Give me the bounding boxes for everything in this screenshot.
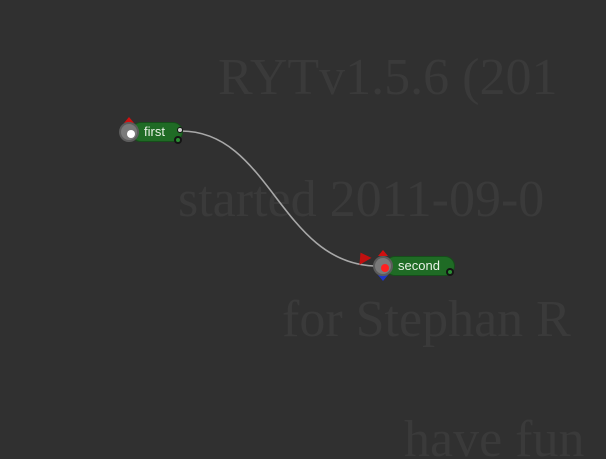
node-label: first: [144, 124, 165, 139]
down-arrow-icon[interactable]: [378, 275, 388, 281]
output-handle-icon[interactable]: [177, 127, 183, 133]
node-label: second: [398, 258, 440, 273]
watermark-line: for Stephan R: [282, 291, 571, 348]
output-port-icon[interactable]: [446, 268, 454, 276]
output-port-icon[interactable]: [174, 136, 182, 144]
edge-first-to-second[interactable]: [180, 130, 375, 267]
input-arrow-icon[interactable]: [378, 250, 388, 256]
node-status-indicator[interactable]: [119, 122, 139, 142]
watermark-line: have fun: [404, 411, 585, 459]
watermark-line: started 2011-09-0: [178, 171, 545, 228]
node-second[interactable]: second: [354, 249, 457, 281]
status-dot-icon: [381, 264, 389, 272]
status-dot-icon: [127, 130, 135, 138]
watermark-line: RYTv1.5.6 (201: [218, 49, 558, 106]
node-label-pill[interactable]: first: [131, 122, 183, 142]
input-arrow-icon[interactable]: [124, 117, 134, 123]
node-first[interactable]: first: [119, 117, 183, 144]
node-label-pill[interactable]: second: [385, 256, 455, 276]
node-status-indicator[interactable]: [373, 256, 393, 276]
